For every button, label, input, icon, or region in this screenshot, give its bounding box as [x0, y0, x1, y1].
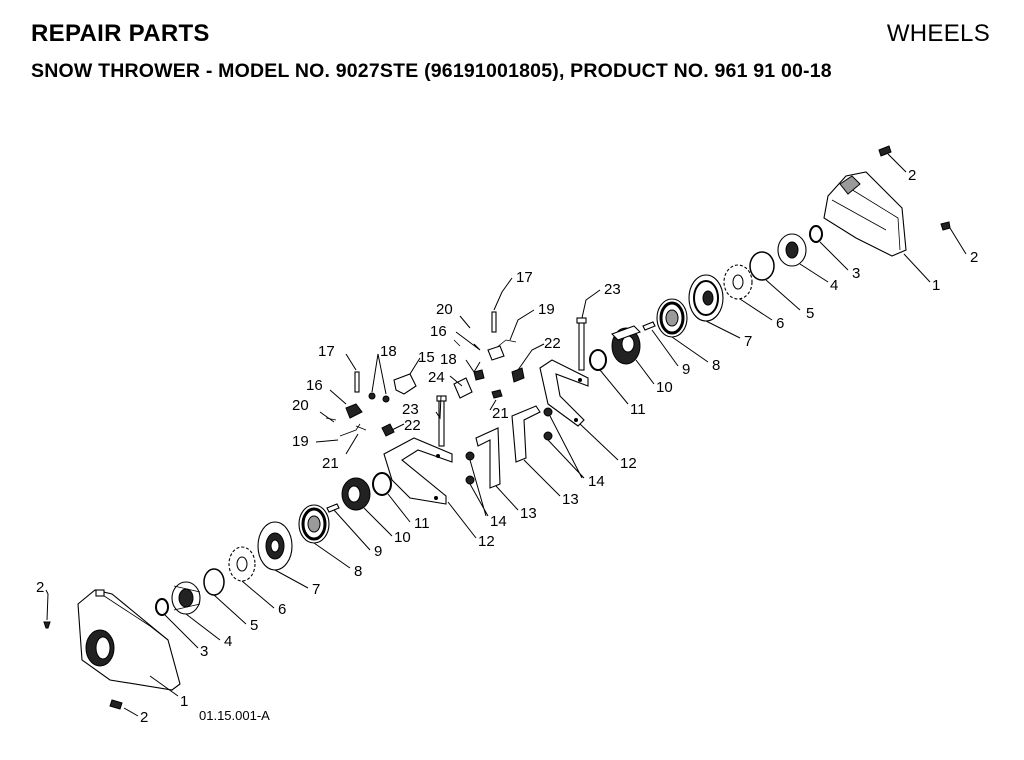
- callout-12: 12: [620, 455, 637, 472]
- part-12-bracket-left[interactable]: [383, 437, 453, 505]
- callout-19: 19: [292, 433, 309, 450]
- part-5-snap-ring-left[interactable]: [203, 568, 225, 596]
- part-14-nuts-right[interactable]: [543, 407, 553, 441]
- part-1-left-wheel-housing[interactable]: [77, 589, 181, 691]
- callout-21: 21: [492, 405, 509, 422]
- callout-20: 20: [292, 397, 309, 414]
- callout-15: 15: [418, 349, 435, 366]
- subtitle-prefix: SNOW THROWER - MODEL NO.: [31, 60, 331, 82]
- part-4-hub-left[interactable]: [171, 581, 201, 615]
- part-13-bracket-center-right[interactable]: [511, 405, 541, 463]
- callout-7: 7: [312, 581, 320, 598]
- part-2-bolt-left-bottom[interactable]: [109, 699, 123, 710]
- part-13-bracket-center-left[interactable]: [475, 427, 501, 489]
- part-1-right-wheel-housing[interactable]: [823, 171, 907, 257]
- callout-16: 16: [306, 377, 323, 394]
- callout-2: 2: [140, 709, 148, 726]
- part-8-drum-right[interactable]: [656, 298, 688, 338]
- page-title: REPAIR PARTS: [31, 20, 210, 47]
- callout-2: 2: [36, 579, 44, 596]
- part-2-bolt-right-top[interactable]: [878, 145, 892, 157]
- callout-18: 18: [440, 351, 457, 368]
- callout-4: 4: [224, 633, 232, 650]
- model-subtitle: SNOW THROWER - MODEL NO. 9027STE (961910…: [31, 60, 832, 83]
- part-4-hub-right[interactable]: [777, 233, 807, 267]
- callout-3: 3: [852, 265, 860, 282]
- callout-5: 5: [806, 305, 814, 322]
- part-2-bolt-left-top[interactable]: [43, 621, 51, 629]
- callout-10: 10: [394, 529, 411, 546]
- callout-1: 1: [932, 277, 940, 294]
- callout-17: 17: [516, 269, 533, 286]
- callout-11: 11: [414, 515, 430, 532]
- part-6-gear-left[interactable]: [228, 546, 256, 582]
- part-12-bracket-right[interactable]: [539, 359, 589, 427]
- leader-lines: [45, 153, 967, 717]
- callout-22: 22: [544, 335, 561, 352]
- callout-2: 2: [908, 167, 916, 184]
- callout-8: 8: [712, 357, 720, 374]
- callout-4: 4: [830, 277, 838, 294]
- callout-14: 14: [490, 513, 507, 530]
- part-23-bolt-left[interactable]: [436, 395, 447, 447]
- callout-9: 9: [682, 361, 690, 378]
- callout-23: 23: [604, 281, 621, 298]
- part-7-pulley-right[interactable]: [688, 274, 724, 322]
- callout-8: 8: [354, 563, 362, 580]
- drawing-code: 01.15.001-A: [199, 708, 270, 723]
- part-3-ring-left[interactable]: [155, 598, 169, 616]
- callout-10: 10: [656, 379, 673, 396]
- part-2-bolt-right-side[interactable]: [940, 221, 951, 231]
- model-number: 9027STE: [335, 60, 419, 82]
- callout-6: 6: [278, 601, 286, 618]
- callout-19: 19: [538, 301, 555, 318]
- callout-2: 2: [970, 249, 978, 266]
- hardware-cluster-right[interactable]: [453, 311, 525, 399]
- callout-24: 24: [428, 369, 445, 386]
- callout-5: 5: [250, 617, 258, 634]
- callout-21: 21: [322, 455, 339, 472]
- callout-17: 17: [318, 343, 335, 360]
- part-23-bolt-right[interactable]: [576, 317, 587, 371]
- hardware-cluster-left[interactable]: [325, 371, 417, 437]
- callout-18: 18: [380, 343, 397, 360]
- part-7-pulley-left[interactable]: [257, 521, 293, 571]
- callout-1: 1: [180, 693, 188, 710]
- callout-20: 20: [436, 301, 453, 318]
- part-9-pin-right[interactable]: [642, 321, 656, 331]
- part-6-gear-right[interactable]: [723, 264, 753, 300]
- callout-9: 9: [374, 543, 382, 560]
- callout-11: 11: [630, 401, 646, 418]
- callout-23: 23: [402, 401, 419, 418]
- callout-22: 22: [404, 417, 421, 434]
- callout-12: 12: [478, 533, 495, 550]
- section-name: WHEELS: [886, 20, 990, 47]
- callout-6: 6: [776, 315, 784, 332]
- callout-13: 13: [520, 505, 537, 522]
- part-9-pin-left[interactable]: [326, 503, 340, 513]
- callout-14: 14: [588, 473, 605, 490]
- callout-13: 13: [562, 491, 579, 508]
- callout-3: 3: [200, 643, 208, 660]
- subtitle-suffix: (96191001805), PRODUCT NO. 961 91 00-18: [424, 60, 832, 82]
- part-10-bearing-left[interactable]: [341, 477, 371, 511]
- callout-7: 7: [744, 333, 752, 350]
- part-3-ring-right[interactable]: [809, 225, 823, 243]
- part-11-washer-left[interactable]: [372, 472, 392, 496]
- part-10-bearing-right[interactable]: [611, 325, 641, 365]
- part-5-snap-ring-right[interactable]: [749, 251, 775, 281]
- part-8-drum-left[interactable]: [298, 504, 330, 544]
- callout-16: 16: [430, 323, 447, 340]
- part-11-washer-right[interactable]: [589, 349, 607, 371]
- callout-labels: 2 2 1 3 4 5 6 7 8 9 10 11 12 13 14 13 14…: [36, 167, 978, 726]
